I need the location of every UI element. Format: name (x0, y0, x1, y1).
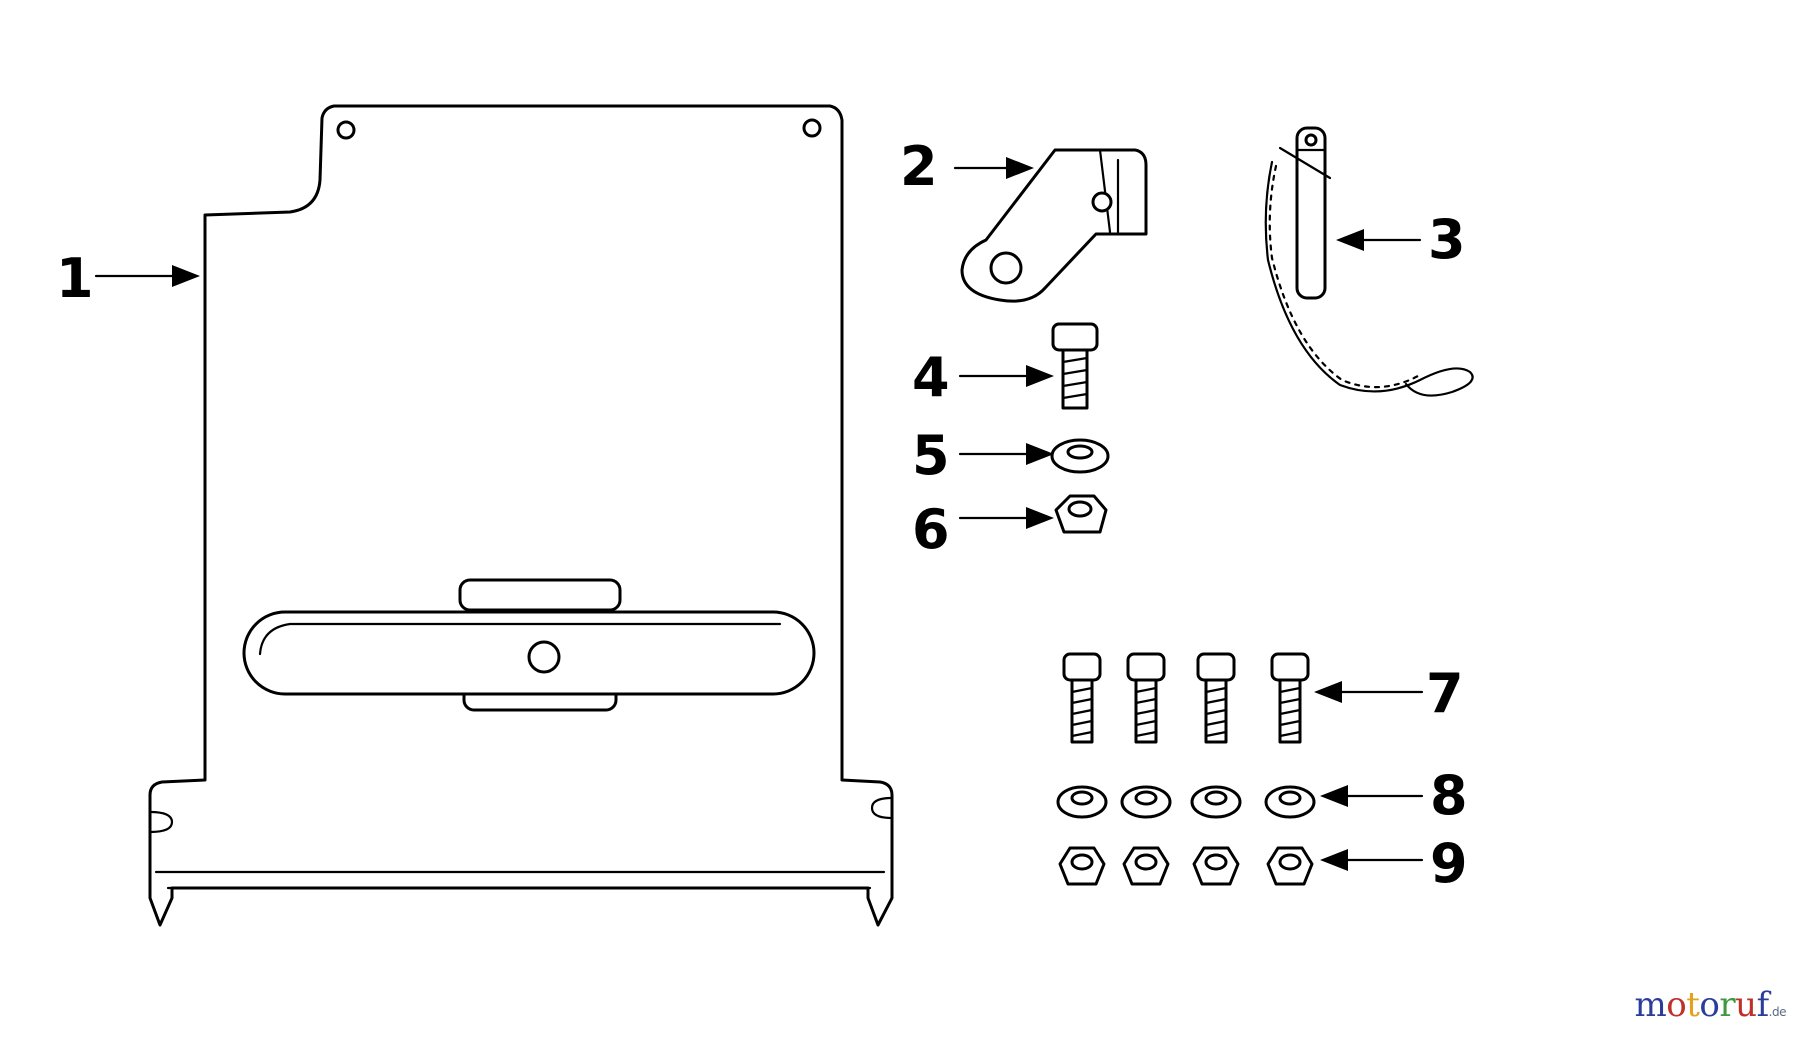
callout-7: 7 (1426, 662, 1464, 725)
watermark-letter: o (1666, 985, 1687, 1025)
leader-arrow-6 (958, 507, 1054, 529)
lock-washer (1120, 785, 1172, 819)
watermark-letters: motoruf (1634, 985, 1770, 1025)
part-3-hitch-pin (1264, 126, 1474, 397)
part-8-lock-washers (1056, 785, 1316, 819)
leader-arrows (94, 157, 1424, 871)
bolt (1270, 652, 1310, 744)
leader-arrow-3 (1336, 229, 1422, 251)
part-7-bolts (1062, 652, 1310, 744)
motoruf-watermark-logo: motoruf.de (1634, 985, 1787, 1025)
callout-2: 2 (900, 135, 938, 198)
leader-arrow-1 (94, 265, 200, 287)
part-2-hitch-bracket (960, 148, 1148, 303)
leader-arrow-4 (958, 365, 1054, 387)
leader-arrow-9 (1320, 849, 1424, 871)
callout-3: 3 (1428, 208, 1466, 271)
nut (1058, 846, 1106, 886)
leader-arrow-7 (1314, 681, 1424, 703)
watermark-letter: t (1686, 985, 1700, 1025)
callout-4: 4 (912, 346, 950, 409)
watermark-letter: u (1735, 985, 1757, 1025)
watermark-suffix: .de (1768, 1005, 1787, 1019)
nut (1192, 846, 1240, 886)
watermark-letter: m (1634, 985, 1667, 1025)
bolt (1126, 652, 1166, 744)
nut (1266, 846, 1314, 886)
bolt (1196, 652, 1236, 744)
watermark-letter: r (1719, 985, 1736, 1025)
lock-washer (1264, 785, 1316, 819)
watermark-letter: f (1756, 985, 1770, 1025)
lock-washer (1190, 785, 1242, 819)
callout-1: 1 (56, 247, 94, 310)
callout-8: 8 (1430, 764, 1468, 827)
watermark-letter: o (1699, 985, 1720, 1025)
nut (1122, 846, 1170, 886)
part-5-lock-washer (1050, 438, 1110, 474)
bolt (1062, 652, 1102, 744)
part-4-bolt (1051, 322, 1099, 410)
part-1-mounting-plate (148, 104, 894, 927)
callout-5: 5 (912, 424, 950, 487)
part-6-nut (1054, 494, 1108, 534)
leader-arrow-8 (1320, 785, 1424, 807)
leader-arrow-5 (958, 443, 1054, 465)
leader-arrow-2 (953, 157, 1034, 179)
callout-numbers: 1 2 3 4 5 6 7 8 9 (56, 135, 1468, 895)
part-9-nuts (1058, 846, 1314, 886)
callout-9: 9 (1430, 832, 1468, 895)
callout-6: 6 (912, 498, 950, 561)
lock-washer (1056, 785, 1108, 819)
